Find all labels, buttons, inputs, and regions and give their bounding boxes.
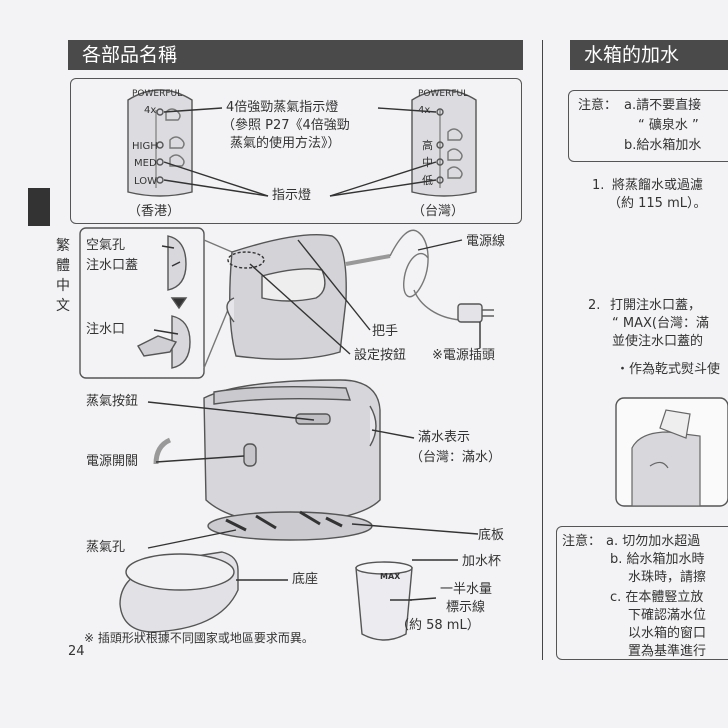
language-side-tab	[28, 188, 50, 226]
note2-b-line1: b. 給水箱加水時	[610, 552, 705, 567]
label-fill-cap: 注水口蓋	[86, 258, 139, 273]
step1-number: 1.	[592, 178, 605, 193]
section-title-parts: 各部品名稱	[68, 40, 523, 70]
note2-c-line3: 以水箱的窗口	[628, 626, 707, 641]
label-full-mark-1: 滿水表示	[418, 430, 471, 445]
step2-line1: 打開注水口蓋，	[610, 298, 702, 313]
tw-region-label: （台灣）	[412, 204, 465, 219]
label-cup: 加水杯	[462, 554, 502, 569]
boost-indicator-callout: 4倍強勁蒸氣指示燈	[226, 100, 339, 115]
note1-label: 注意：	[578, 98, 618, 113]
label-air-hole: 空氣孔	[86, 238, 126, 253]
label-power-cord: 電源線	[466, 234, 506, 249]
label-steam-button: 蒸氣按鈕	[86, 394, 139, 409]
label-half-mark-3: （約 58 mL）	[396, 618, 480, 633]
label-half-mark-1: 一半水量	[440, 582, 493, 597]
note2-c-line1: c. 在本體豎立放	[610, 590, 704, 605]
step1-line1: 將蒸餾水或過濾	[612, 178, 704, 193]
note-box-2	[556, 526, 728, 660]
label-setting-button: 設定按鈕	[354, 348, 407, 363]
page-number: 24	[68, 644, 85, 659]
label-stand: 底座	[292, 572, 319, 587]
note2-b-line2: 水珠時，請擦	[628, 570, 707, 585]
step1-line2: （約 115 mL）。	[608, 196, 707, 211]
boost-indicator-ref-1: （參照 P27《4倍強勁	[222, 118, 350, 133]
note1-b: b.給水箱加水	[624, 138, 702, 153]
hk-panel-shape	[127, 89, 193, 197]
tw-level-low: 低	[422, 174, 433, 187]
step2-line3: 並使注水口蓋的	[612, 334, 704, 349]
hk-level-med: MED	[134, 158, 157, 169]
boost-indicator-ref-2: 蒸氣的使用方法》）	[230, 136, 341, 151]
tw-boost-label: 4x	[418, 105, 431, 116]
tw-level-med: 中	[422, 156, 433, 169]
hk-level-low: LOW	[134, 176, 157, 187]
label-handle: 把手	[372, 324, 399, 339]
indicator-lights-label: 指示燈	[272, 188, 312, 203]
label-power-switch: 電源開關	[86, 454, 139, 469]
label-plug: ※電源插頭	[432, 348, 495, 363]
hk-boost-label: 4x	[144, 105, 157, 116]
hk-level-high: HIGH	[132, 141, 158, 152]
indicator-highlight	[227, 251, 265, 269]
label-base-plate: 底板	[478, 528, 505, 543]
note2-c-line2: 下確認滿水位	[628, 608, 707, 623]
tw-brand-label: POWERFUL	[418, 89, 469, 99]
note2-label: 注意：	[562, 534, 602, 549]
step2-bullet: ・作為乾式熨斗使	[616, 362, 721, 377]
label-fill-port: 注水口	[86, 322, 126, 337]
hk-region-label: （香港）	[128, 204, 181, 219]
step2-number: 2.	[588, 298, 601, 313]
note2-c-line4: 置為基準進行	[628, 644, 707, 659]
indicator-inset-box	[70, 78, 522, 224]
section-title-water-fill: 水箱的加水	[570, 40, 728, 70]
cup-shape	[355, 567, 413, 641]
label-steam-holes: 蒸氣孔	[86, 540, 126, 555]
note1-a-line1: a.請不要直接	[624, 98, 702, 113]
fill-port-detail-box	[79, 227, 205, 379]
note2-a: a. 切勿加水超過	[606, 534, 701, 549]
note-box-1	[568, 90, 728, 162]
footnote: ※ 插頭形狀根據不同國家或地區要求而異。	[84, 631, 314, 645]
label-half-mark-2: 標示線	[446, 600, 486, 615]
cup-max-mark: MAX	[380, 572, 401, 581]
step2-line2: “ MAX(台灣：滿	[612, 316, 709, 331]
tw-level-high: 高	[422, 139, 433, 152]
label-full-mark-2: （台灣：滿水）	[410, 450, 502, 465]
language-vertical-label: 繁體中文	[56, 238, 70, 314]
column-divider	[542, 40, 543, 660]
hk-brand-label: POWERFUL	[132, 89, 183, 99]
note1-a-line2: “ 礦泉水 ”	[638, 118, 699, 133]
